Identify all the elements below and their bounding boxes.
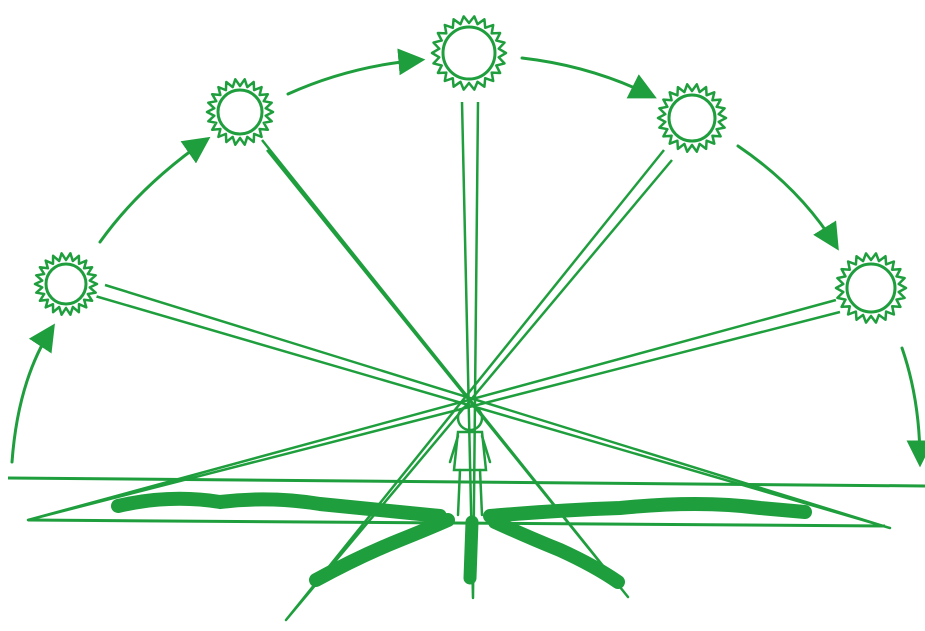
horizon-line xyxy=(8,478,925,486)
shadow-right-long xyxy=(490,504,805,516)
sun-icon xyxy=(430,14,508,92)
shadow-left-short xyxy=(316,520,448,580)
sun-backing xyxy=(656,82,728,154)
ground-line xyxy=(28,520,885,526)
ray-sun-1 xyxy=(95,285,890,528)
sun-icon xyxy=(33,251,99,317)
ray-sun-4 xyxy=(286,150,672,620)
shadows xyxy=(118,499,805,582)
shadow-right-short xyxy=(495,522,618,582)
sun-path-arc-1 xyxy=(12,328,52,462)
sun-icon xyxy=(205,77,275,147)
ray-sun-5 xyxy=(28,300,840,520)
sun-path-arc-5 xyxy=(738,146,836,246)
sun-path-arc-3 xyxy=(288,60,420,94)
shadow-center xyxy=(470,522,472,578)
sun-backing xyxy=(834,251,908,325)
sun-backing xyxy=(205,77,275,147)
shadow-left-long xyxy=(118,499,440,516)
sun-path-arc-2 xyxy=(100,140,206,242)
sun-icon xyxy=(656,82,728,154)
suns xyxy=(33,14,908,325)
sun-icon xyxy=(834,251,908,325)
sun-path-arc-4 xyxy=(522,58,652,96)
sun-path-arc-6 xyxy=(902,348,920,462)
